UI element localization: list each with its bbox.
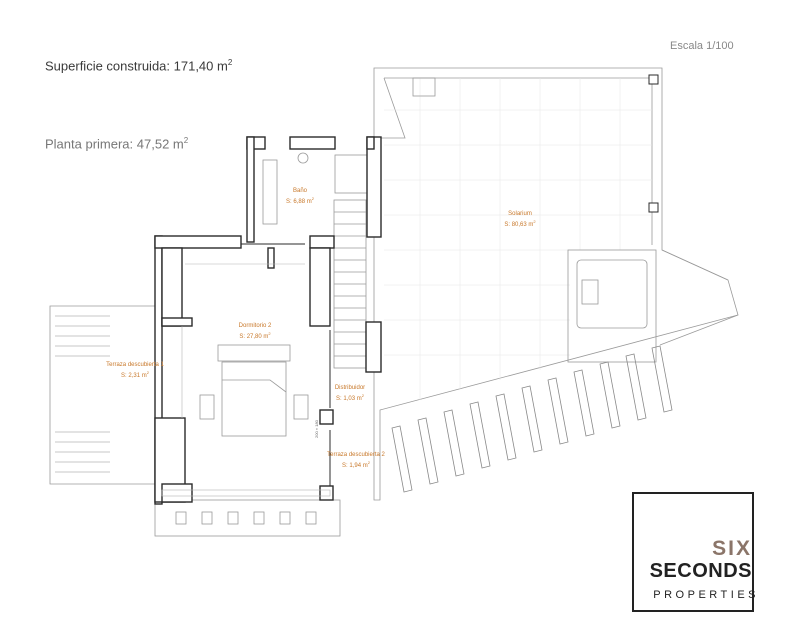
- room-bano-name: Baño: [292, 188, 307, 194]
- room-bano-sup: 2: [311, 195, 314, 201]
- nightstand-left: [199, 394, 215, 420]
- room-terraza2-sup: 2: [367, 459, 370, 465]
- terraza1-outline: [49, 305, 156, 485]
- solarium-outline: [373, 67, 739, 501]
- planta-primera: Planta primera: 47,52 m2: [45, 136, 188, 151]
- superficie-construida-text: Superficie construida: 171,40 m: [45, 58, 228, 74]
- room-dormitorio-sup: 2: [268, 330, 271, 336]
- room-distribuidor-name: Distribuidor: [334, 385, 366, 391]
- planter-strip: [659, 249, 739, 346]
- logo-seconds: SECONDS: [649, 560, 752, 582]
- escala-label: Escala 1/100: [670, 40, 734, 52]
- room-distribuidor: Distribuidor S: 1,03 m2: [320, 385, 380, 404]
- jacuzzi-steps: [581, 279, 599, 305]
- solarium-notch: [374, 77, 406, 139]
- logo-six: SIX: [712, 537, 752, 560]
- room-bano-area: S: 6,88 m: [286, 198, 312, 205]
- dimension-note: 200 × 180: [314, 419, 319, 438]
- solarium-vent: [412, 77, 436, 97]
- superficie-construida-sup: 2: [227, 58, 233, 67]
- bed-headboard: [217, 344, 291, 362]
- bath-toilet: [297, 152, 309, 164]
- jacuzzi-inner: [576, 259, 648, 329]
- six-seconds-logo: SIX SECONDS PROPERTIES: [632, 492, 756, 612]
- solarium-grid: [384, 78, 652, 400]
- room-solarium-area: S: 80,63 m: [504, 221, 534, 228]
- room-distribuidor-area: S: 1,03 m: [336, 395, 362, 402]
- room-terraza2-area: S: 1,94 m: [342, 462, 368, 469]
- room-bano: Baño S: 6,88 m2: [270, 188, 330, 207]
- room-solarium-sup: 2: [533, 218, 536, 224]
- room-terraza1-sup: 2: [146, 369, 149, 375]
- jacuzzi-outer: [567, 249, 657, 363]
- room-terraza2-name: Terraza descubierta 2: [327, 452, 385, 458]
- superficie-construida: Superficie construida: 171,40 m2: [45, 58, 232, 73]
- planta-primera-sup: 2: [183, 136, 189, 145]
- logo-properties: PROPERTIES: [653, 589, 759, 601]
- interior-stairs: [333, 199, 367, 369]
- balcony-posts: [175, 511, 317, 525]
- bath-shower: [334, 154, 368, 194]
- balcony: [154, 499, 341, 537]
- terraza1-stairs: [55, 315, 110, 473]
- deck-slats: [391, 345, 673, 493]
- room-solarium-name: Solarium: [508, 211, 532, 217]
- room-terraza1-area: S: 2,31 m: [121, 372, 147, 379]
- bed: [221, 361, 287, 437]
- room-dormitorio-area: S: 27,80 m: [239, 333, 269, 340]
- room-terraza1-name: Terraza descubierta 1: [106, 362, 164, 368]
- room-dormitorio-name: Dormitorio 2: [238, 323, 272, 329]
- room-distribuidor-sup: 2: [361, 392, 364, 398]
- room-terraza2: Terraza descubierta 2 S: 1,94 m2: [316, 452, 396, 471]
- room-solarium: Solarium S: 80,63 m2: [490, 211, 550, 230]
- bed-sheet: [222, 379, 287, 393]
- room-dormitorio: Dormitorio 2 S: 27,80 m2: [225, 323, 285, 342]
- room-terraza1: Terraza descubierta 1 S: 2,31 m2: [95, 362, 175, 381]
- planta-primera-text: Planta primera: 47,52 m: [45, 136, 184, 152]
- bath-vanity: [262, 159, 278, 225]
- solarium-posts: [648, 74, 659, 213]
- walls: [154, 136, 382, 505]
- interior-partitions: [161, 263, 331, 497]
- door-lines: [241, 243, 331, 486]
- nightstand-right: [293, 394, 309, 420]
